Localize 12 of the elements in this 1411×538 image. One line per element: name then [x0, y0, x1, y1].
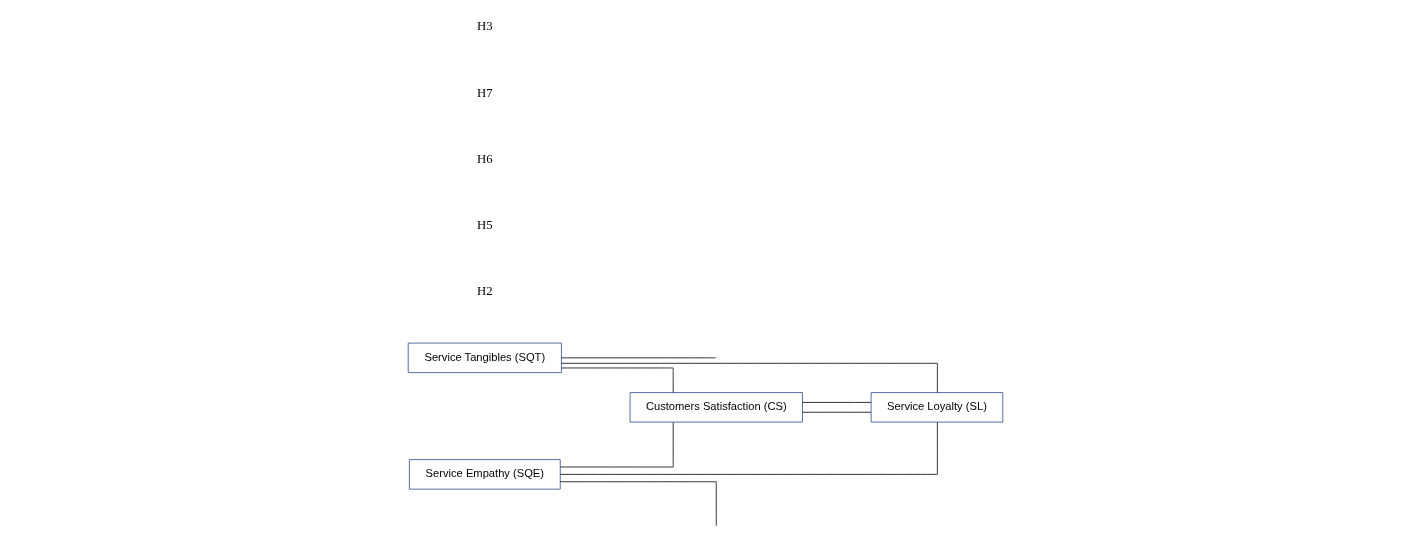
node-box: Customers Satisfaction (CS)	[629, 392, 803, 423]
connector	[561, 362, 938, 393]
connector	[559, 421, 938, 475]
label: H6	[477, 151, 493, 166]
label: H2	[477, 284, 493, 299]
label: H3	[477, 19, 493, 34]
node-box: Service Tangibles (SQT)	[407, 342, 562, 373]
label: H7	[477, 85, 493, 100]
label: H5	[477, 218, 493, 233]
node-box: Service Loyalty (SL)	[870, 392, 1004, 423]
node-box: Service Empathy (SQE)	[409, 459, 561, 490]
connector	[802, 402, 872, 403]
